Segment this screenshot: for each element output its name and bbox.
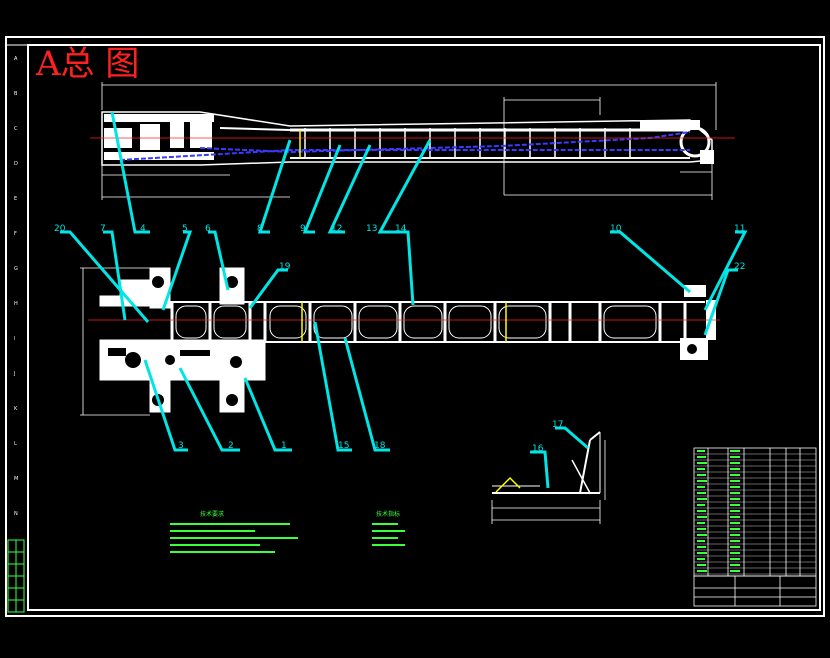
callout-9: 9 xyxy=(300,224,306,234)
detail-view xyxy=(491,431,606,524)
svg-text:B: B xyxy=(14,91,18,97)
plan-view xyxy=(80,267,720,416)
svg-text:G: G xyxy=(14,266,18,272)
svg-text:K: K xyxy=(14,406,18,412)
callout-6: 6 xyxy=(205,224,211,234)
svg-text:I: I xyxy=(14,336,15,342)
svg-text:A: A xyxy=(14,56,18,62)
svg-text:D: D xyxy=(14,161,18,167)
callout-7: 7 xyxy=(100,224,106,234)
parts-list-rows xyxy=(694,450,816,575)
callout-19: 19 xyxy=(279,262,291,272)
notes: 技术要求 技术指标 xyxy=(170,510,405,553)
callout-16: 16 xyxy=(532,444,544,454)
callout-13: 13 xyxy=(366,224,377,234)
callout-4: 4 xyxy=(140,224,146,234)
leader-lines xyxy=(60,111,748,489)
callout-5: 5 xyxy=(182,224,188,234)
svg-text:L: L xyxy=(14,441,17,447)
svg-text:J: J xyxy=(13,371,15,377)
svg-text:E: E xyxy=(14,196,17,202)
callout-2: 2 xyxy=(228,441,234,451)
svg-text:F: F xyxy=(14,231,17,237)
callout-14: 14 xyxy=(395,224,407,234)
callout-11: 11 xyxy=(734,224,745,234)
sheet-frame xyxy=(5,36,825,617)
callout-1: 1 xyxy=(281,441,287,451)
callout-8: 8 xyxy=(257,224,263,234)
elevation-view xyxy=(90,82,735,200)
callout-18: 18 xyxy=(374,441,386,451)
revision-stamp xyxy=(7,539,25,613)
svg-text:N: N xyxy=(14,511,18,517)
title-block xyxy=(693,447,817,607)
callout-10: 10 xyxy=(610,224,622,234)
callout-15: 15 xyxy=(338,441,349,451)
tech-spec-title: 技术指标 xyxy=(376,510,400,518)
drawing-title: A总 图 xyxy=(35,44,139,84)
callout-labels: 20 7 5 6 19 14 10 11 22 4 8 9 12 13 3 2 … xyxy=(54,224,745,454)
tech-requirements-title: 技术要求 xyxy=(200,510,224,518)
callout-17: 17 xyxy=(552,420,563,430)
callout-3: 3 xyxy=(178,441,184,451)
callout-12: 12 xyxy=(331,224,342,234)
svg-text:M: M xyxy=(14,476,18,482)
svg-text:C: C xyxy=(14,126,18,132)
callout-22: 22 xyxy=(734,262,745,272)
callout-20: 20 xyxy=(54,224,66,234)
zone-markers-left: A B C D E F G H I J K L M N xyxy=(13,56,18,517)
svg-text:H: H xyxy=(14,301,18,307)
